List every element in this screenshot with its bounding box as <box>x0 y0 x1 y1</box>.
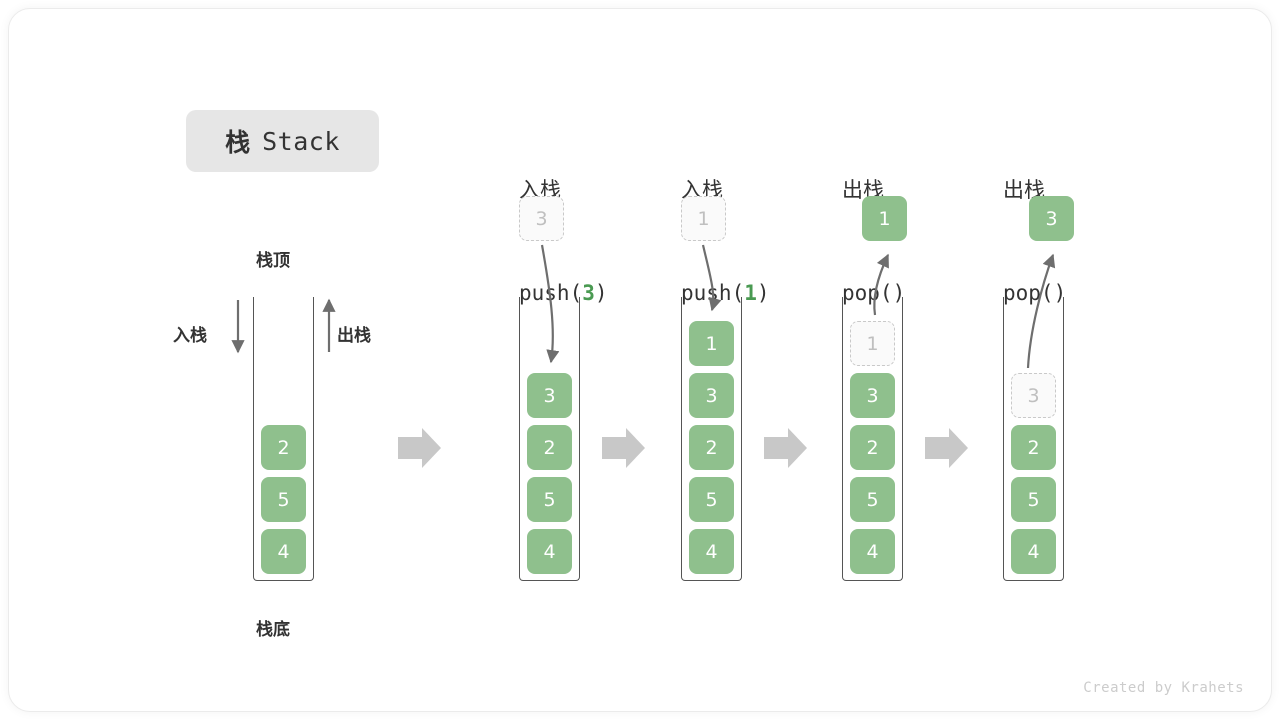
floating-ghost-cell: 3 <box>519 196 564 241</box>
stack-cell: 1 <box>689 321 734 366</box>
floating-ghost-cell: 1 <box>681 196 726 241</box>
stack-cell-ghost: 1 <box>850 321 895 366</box>
stack-cell: 4 <box>527 529 572 574</box>
stack-cell: 2 <box>1011 425 1056 470</box>
stack-cell: 5 <box>689 477 734 522</box>
stack-cell: 4 <box>689 529 734 574</box>
stack-cell: 4 <box>261 529 306 574</box>
push-side-label: 入栈 <box>173 326 207 345</box>
stack-cell: 5 <box>527 477 572 522</box>
stack-cell: 3 <box>689 373 734 418</box>
floating-popped-cell: 1 <box>862 196 907 241</box>
code-arg: 3 <box>582 281 595 305</box>
stack-tube-initial <box>253 297 314 581</box>
stack-cell: 2 <box>689 425 734 470</box>
stack-cell: 4 <box>850 529 895 574</box>
stack-cell-ghost: 3 <box>1011 373 1056 418</box>
code-arg: 1 <box>744 281 757 305</box>
floating-popped-cell: 3 <box>1029 196 1074 241</box>
title-cn: 栈 <box>225 129 251 157</box>
stack-bottom-label: 栈底 <box>256 620 290 639</box>
title-en: Stack <box>262 126 340 156</box>
stack-cell: 4 <box>1011 529 1056 574</box>
stack-tube-push-3 <box>519 297 580 581</box>
stack-cell: 2 <box>850 425 895 470</box>
stack-cell: 3 <box>527 373 572 418</box>
code-post: ) <box>594 281 608 305</box>
diagram-title-chip: 栈 Stack <box>186 110 379 172</box>
stack-cell: 2 <box>527 425 572 470</box>
footer-credit: Created by Krahets <box>1083 680 1244 696</box>
stack-tube-push-1 <box>681 297 742 581</box>
stack-cell: 5 <box>1011 477 1056 522</box>
stack-tube-pop-1 <box>842 297 903 581</box>
code-post: ) <box>756 281 770 305</box>
stack-cell: 2 <box>261 425 306 470</box>
stack-cell: 3 <box>850 373 895 418</box>
stack-cell: 5 <box>850 477 895 522</box>
pop-side-label: 出栈 <box>337 326 371 345</box>
stack-top-label: 栈顶 <box>256 251 290 270</box>
stack-cell: 5 <box>261 477 306 522</box>
stack-tube-pop-2 <box>1003 297 1064 581</box>
